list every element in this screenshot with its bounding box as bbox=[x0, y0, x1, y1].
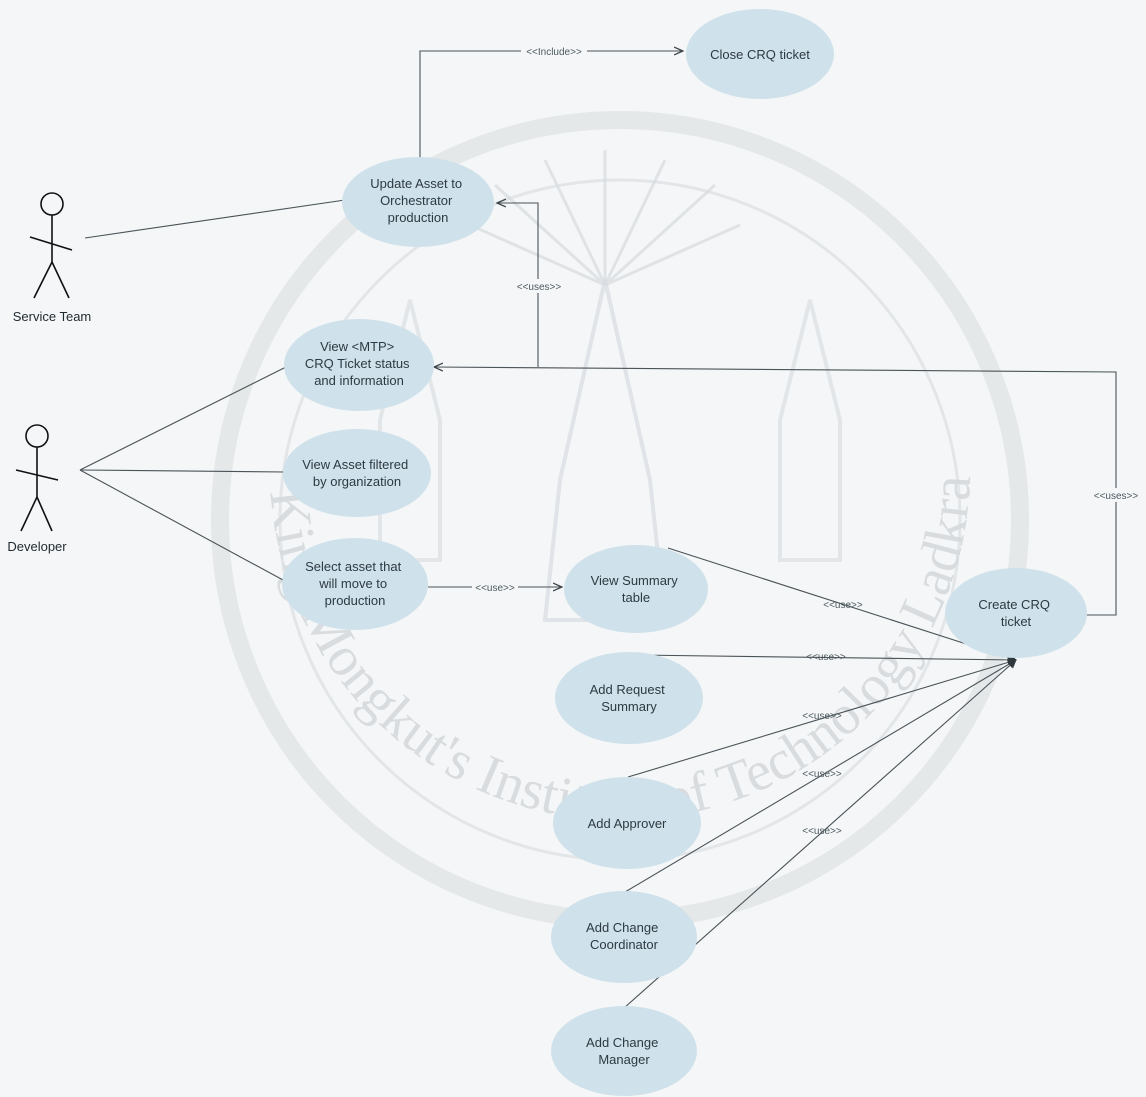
uc-line: Select asset that bbox=[305, 559, 401, 574]
stick-figure-icon bbox=[29, 192, 73, 299]
association-developer-view-mtp bbox=[79, 364, 291, 471]
watermark-seal: King Mongkut's Institute of Technology L… bbox=[0, 0, 1029, 929]
uc-line: production bbox=[325, 593, 386, 608]
use-case-add-request-summary: Add Request Summary bbox=[555, 652, 703, 744]
uc-line: Orchestrator bbox=[380, 193, 453, 208]
uc-line: Add Change bbox=[586, 920, 658, 935]
label-use-coordinator: <<use>> bbox=[802, 769, 842, 780]
association-service-team-update-asset bbox=[84, 199, 346, 239]
use-case-close-crq-ticket: Close CRQ ticket bbox=[686, 9, 834, 99]
uc-line: production bbox=[388, 210, 449, 225]
uc-line: will move to bbox=[318, 576, 387, 591]
uc-line: Add Change bbox=[586, 1035, 658, 1050]
svg-text:Update Asset to Orchestr: Update Asset to Orchestrator production bbox=[370, 176, 465, 225]
label-use-approver: <<use>> bbox=[802, 711, 842, 722]
uc-line: View Summary bbox=[591, 573, 679, 588]
label-use-summary: <<use>> bbox=[823, 600, 863, 611]
uc-line: Summary bbox=[601, 699, 657, 714]
uc-line: View <MTP> bbox=[320, 339, 394, 354]
svg-text:View <MTP> CRQ Ticket st: View <MTP> CRQ Ticket status and informa… bbox=[305, 339, 413, 388]
use-case-add-change-manager: Add Change Manager bbox=[551, 1006, 697, 1096]
label-include: <<Include>> bbox=[526, 47, 582, 58]
uc-line: Update Asset to bbox=[370, 176, 462, 191]
svg-text:Add Change Coordinator: Add Change Coordinator bbox=[586, 920, 662, 952]
uc-line: Add Approver bbox=[588, 816, 667, 831]
use-case-create-crq-ticket: Create CRQ ticket bbox=[945, 568, 1087, 658]
label-uses-create-crq: <<uses>> bbox=[1094, 491, 1139, 502]
connectors bbox=[79, 51, 1117, 1009]
uc-line: View Asset filtered bbox=[302, 457, 408, 472]
watermark-text: King Mongkut's Institute of Technology L… bbox=[0, 0, 983, 833]
svg-text:Close CRQ ticket: Close CRQ ticket bbox=[710, 47, 810, 62]
svg-text:Add Change Manager: Add Change Manager bbox=[586, 1035, 662, 1067]
association-developer-view-asset bbox=[79, 469, 286, 473]
actor-service-team: Service Team bbox=[13, 192, 92, 324]
actor-label-service-team: Service Team bbox=[13, 309, 92, 324]
include-update-close bbox=[419, 51, 683, 158]
svg-text:Add Request Summary: Add Request Summary bbox=[590, 682, 669, 714]
uc-line: Add Request bbox=[590, 682, 666, 697]
uc-line: table bbox=[622, 590, 650, 605]
uc-line: CRQ Ticket status bbox=[305, 356, 410, 371]
actor-developer: Developer bbox=[7, 424, 67, 554]
label-use-request: <<use>> bbox=[806, 652, 846, 663]
svg-text:Add Approver: Add Approver bbox=[588, 816, 667, 831]
uc-line: and information bbox=[314, 373, 404, 388]
svg-text:View Asset filtered by o: View Asset filtered by organization bbox=[302, 457, 412, 489]
svg-text:Create CRQ ticket: Create CRQ ticket bbox=[978, 597, 1053, 629]
use-request-summary-create bbox=[635, 654, 1017, 665]
use-coordinator-create bbox=[619, 659, 1017, 896]
actor-label-developer: Developer bbox=[7, 539, 67, 554]
uc-line: Coordinator bbox=[590, 937, 659, 952]
use-view-summary-create bbox=[667, 547, 1017, 662]
uc-line: Create CRQ bbox=[978, 597, 1050, 612]
use-case-view-summary-table: View Summary table bbox=[564, 545, 708, 633]
watermark-sun-rays bbox=[469, 150, 741, 287]
uc-line: Manager bbox=[598, 1052, 650, 1067]
use-case-add-change-coordinator: Add Change Coordinator bbox=[551, 891, 697, 983]
uc-line: by organization bbox=[313, 474, 401, 489]
uses-view-mtp-update bbox=[497, 203, 539, 367]
use-case-select-asset: Select asset that will move to productio… bbox=[282, 538, 428, 630]
label-use-select-summary: <<use>> bbox=[475, 583, 515, 594]
association-developer-select-asset bbox=[79, 469, 284, 581]
use-case-update-asset: Update Asset to Orchestrator production bbox=[342, 157, 494, 247]
svg-text:Select asset that will m: Select asset that will move to productio… bbox=[305, 559, 405, 608]
label-uses-view-mtp: <<uses>> bbox=[517, 282, 562, 293]
use-case-view-asset-filtered: View Asset filtered by organization bbox=[283, 429, 431, 517]
watermark-right-tower bbox=[778, 299, 842, 562]
use-approver-create bbox=[627, 658, 1017, 778]
uc-line: Close CRQ ticket bbox=[710, 47, 810, 62]
stick-figure-icon bbox=[15, 424, 59, 532]
label-use-manager: <<use>> bbox=[802, 826, 842, 837]
svg-text:View Summary table: View Summary table bbox=[591, 573, 682, 605]
use-case-add-approver: Add Approver bbox=[553, 777, 701, 869]
use-case-view-mtp: View <MTP> CRQ Ticket status and informa… bbox=[284, 319, 434, 411]
uc-line: ticket bbox=[1001, 614, 1032, 629]
stereotype-labels: <<Include>> <<uses>> <<uses>> <<use>> <<… bbox=[472, 44, 1142, 837]
